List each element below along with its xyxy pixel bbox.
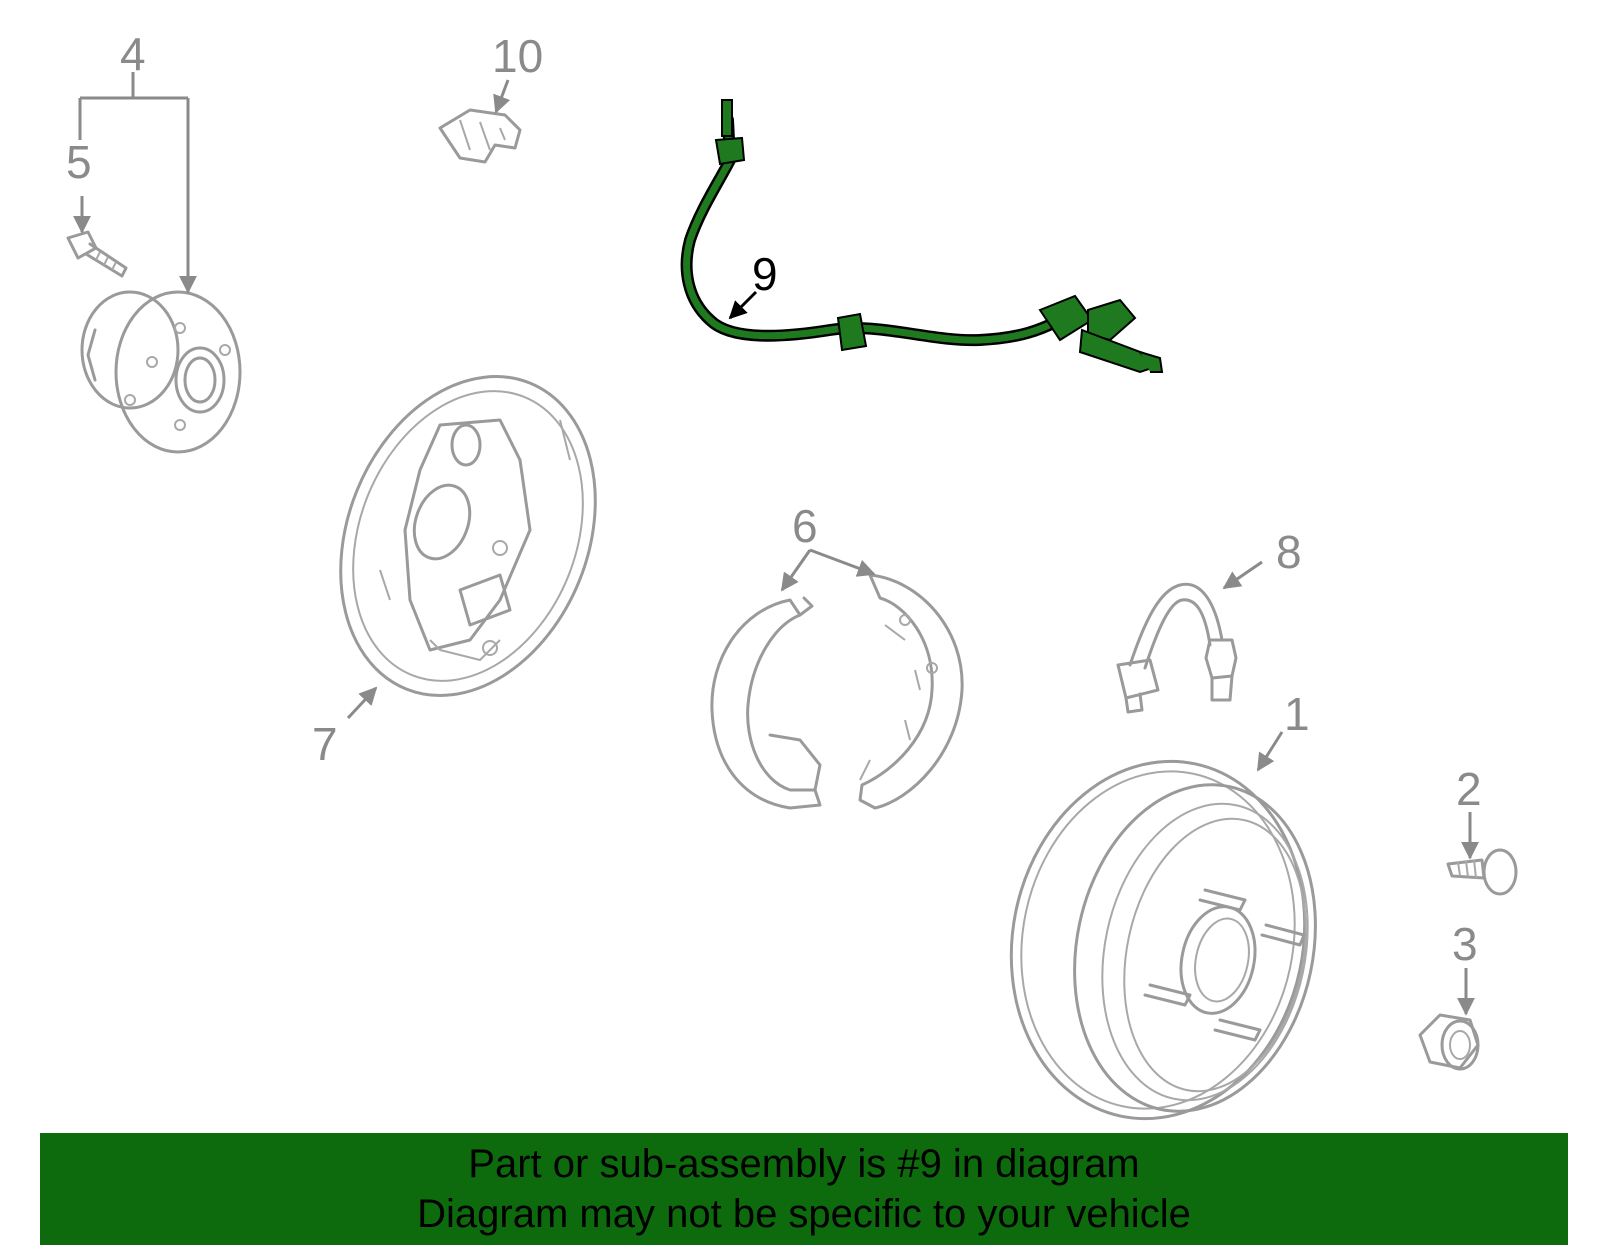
- callout-3: 3: [1452, 918, 1478, 970]
- callout-9: 9: [752, 248, 778, 300]
- callout-1: 1: [1284, 688, 1310, 740]
- abs-sensor-highlighted-part[interactable]: [680, 99, 1164, 374]
- clip-part[interactable]: [438, 108, 522, 164]
- leader-lines: [73, 72, 1479, 1016]
- info-banner: Part or sub-assembly is #9 in diagram Di…: [40, 1133, 1568, 1245]
- brake-hose-part[interactable]: [1116, 582, 1238, 714]
- callout-5: 5: [66, 136, 92, 188]
- callout-4: 4: [120, 28, 146, 80]
- banner-line-part-number: Part or sub-assembly is #9 in diagram: [468, 1142, 1140, 1186]
- screw-part[interactable]: [1446, 848, 1518, 896]
- banner-line-disclaimer: Diagram may not be specific to your vehi…: [417, 1192, 1191, 1236]
- callout-2: 2: [1456, 763, 1482, 815]
- hub-assembly-part[interactable]: [80, 290, 242, 454]
- backing-plate-part[interactable]: [295, 338, 641, 734]
- nut-part[interactable]: [1418, 1013, 1480, 1071]
- callout-7: 7: [312, 718, 338, 770]
- callout-6: 6: [792, 500, 818, 552]
- brake-drum-part[interactable]: [979, 734, 1345, 1146]
- hub-bolt-part[interactable]: [66, 230, 128, 278]
- callout-10: 10: [492, 30, 543, 82]
- callout-8: 8: [1276, 526, 1302, 578]
- brake-shoe-set-part[interactable]: [710, 573, 964, 810]
